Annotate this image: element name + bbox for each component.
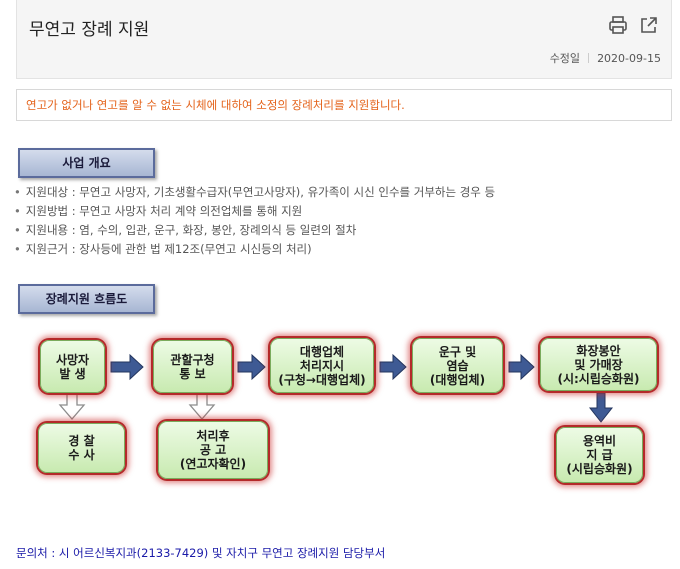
- notice-box: 연고가 없거나 연고를 알 수 없는 시체에 대하여 소정의 장례처리를 지원합…: [16, 89, 672, 121]
- overview-heading: 사업 개요: [18, 148, 155, 178]
- page-title: 무연고 장례 지원: [29, 20, 150, 40]
- arrow-right: [110, 353, 144, 381]
- share-icon[interactable]: [638, 14, 660, 36]
- modified-meta: 수정일 2020-09-15: [550, 50, 661, 66]
- contact-info: 문의처 : 시 어르신복지과(2133-7429) 및 자치구 무연고 장례지원…: [16, 546, 386, 560]
- flow-heading: 장례지원 흐름도: [18, 284, 155, 314]
- arrow-right: [508, 353, 535, 381]
- modified-date: 2020-09-15: [597, 52, 661, 65]
- printer-icon[interactable]: [607, 14, 629, 36]
- arrow-down: [58, 391, 86, 420]
- list-item: 지원내용 : 염, 수의, 입관, 운구, 화장, 봉안, 장례의식 등 일련의…: [14, 221, 495, 240]
- arrow-down: [588, 392, 614, 423]
- arrow-right: [237, 353, 266, 381]
- overview-list: 지원대상 : 무연고 사망자, 기초생활수급자(무연고사망자), 유가족이 시신…: [14, 183, 495, 259]
- list-item: 지원근거 : 장사등에 관한 법 제12조(무연고 시신등의 처리): [14, 240, 495, 259]
- list-item: 지원대상 : 무연고 사망자, 기초생활수급자(무연고사망자), 유가족이 시신…: [14, 183, 495, 202]
- arrow-down: [188, 391, 216, 420]
- modified-label: 수정일: [549, 52, 581, 65]
- list-item: 지원방법 : 무연고 사망자 처리 계약 의전업체를 통해 지원: [14, 202, 495, 221]
- page-header: 무연고 장례 지원 수정일 2020-09-15: [16, 0, 672, 79]
- arrow-right: [379, 353, 407, 381]
